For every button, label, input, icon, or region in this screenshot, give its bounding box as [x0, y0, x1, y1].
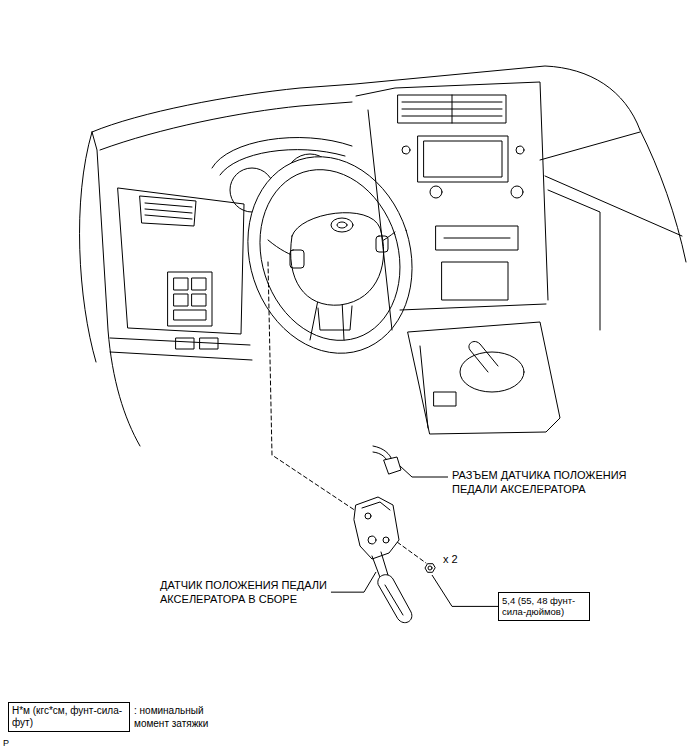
- center-stack: [444, 238, 510, 239]
- dashboard-outline: [110, 338, 250, 345]
- center-stack: [356, 82, 548, 330]
- center-stack: [400, 304, 546, 310]
- pedal-assembly: [385, 585, 403, 615]
- connector-wire: [384, 457, 401, 474]
- center-stack: [430, 186, 442, 198]
- left-panel: [140, 196, 196, 226]
- center-console: [408, 322, 560, 434]
- dashboard-outline: [100, 102, 352, 150]
- center-stack: [424, 141, 502, 177]
- page-mark: P: [3, 738, 9, 750]
- steering-wheel: [223, 135, 437, 375]
- dashboard-outline: [80, 66, 686, 446]
- left-panel: [145, 203, 192, 219]
- center-stack: [402, 95, 502, 123]
- quantity: x 2: [443, 552, 458, 566]
- center-console: [420, 346, 428, 428]
- dashboard-outline: [92, 132, 140, 446]
- quantity: x 2: [443, 552, 458, 566]
- dashboard-outline: [548, 190, 600, 330]
- center-stack: [368, 110, 392, 330]
- pedal-assembly: [378, 575, 412, 623]
- left-panel: [118, 188, 244, 349]
- column-dashed-line: [268, 262, 426, 563]
- part-name: ДАТЧИК ПОЛОЖЕНИЯ ПЕДАЛИ АКСЕЛЕРАТОРА В С…: [160, 578, 346, 607]
- column-dashed-line: [268, 262, 362, 515]
- nut: [428, 566, 432, 570]
- steering-wheel: [238, 151, 421, 359]
- center-console: [408, 322, 560, 434]
- pedal-assembly: [368, 536, 376, 544]
- center-stack: [398, 95, 506, 123]
- torque-box: 5,4 (55, 48 фунт-сила-дюймов): [498, 592, 590, 621]
- steering-wheel: [331, 218, 353, 232]
- dashboard-outline: [540, 132, 640, 160]
- part-name: РАЗЪЕМ ДАТЧИКА ПОЛОЖЕНИЯ ПЕДАЛИ АКСЕЛЕРА…: [452, 468, 657, 497]
- leader-line: [331, 572, 376, 592]
- page-mark: P: [3, 738, 9, 750]
- leader-line: [432, 575, 498, 606]
- part-name: РАЗЪЕМ ДАТЧИКА ПОЛОЖЕНИЯ ПЕДАЛИ АКСЕЛЕРА…: [452, 468, 657, 497]
- legend-text: : номинальный момент затяжки: [134, 704, 226, 730]
- dashboard-outline: [80, 132, 96, 362]
- steering-wheel: [337, 222, 347, 228]
- left-panel: [168, 272, 212, 326]
- pedal-assembly: [354, 497, 412, 623]
- legend-text: : номинальный момент затяжки: [134, 704, 226, 730]
- center-stack: [511, 186, 523, 198]
- center-stack: [516, 146, 524, 154]
- left-panel: [118, 188, 244, 334]
- left-panel: [200, 338, 218, 349]
- steering-wheel: [291, 213, 384, 306]
- dashboard-outline: [92, 66, 640, 132]
- dashboard-outline: [110, 352, 252, 360]
- left-panel: [174, 278, 188, 290]
- nut: [425, 564, 435, 573]
- left-panel: [192, 294, 206, 306]
- steering-wheel: [318, 306, 352, 330]
- center-console: [434, 392, 456, 406]
- left-panel: [192, 278, 206, 290]
- nut: [425, 564, 435, 573]
- center-stack: [442, 262, 508, 300]
- connector-wire: [373, 446, 401, 474]
- left-panel: [174, 294, 188, 306]
- box-text: Н*м (кгс*см, фунт-сила-фут): [12, 705, 126, 729]
- steering-wheel: [290, 250, 304, 268]
- dashboard-outline: [640, 130, 686, 262]
- pedal-assembly: [383, 537, 389, 543]
- center-stack: [418, 136, 508, 182]
- left-panel: [176, 338, 194, 349]
- center-console: [469, 342, 498, 372]
- pedal-assembly: [365, 513, 371, 519]
- center-stack: [436, 226, 518, 250]
- leader-line: [400, 466, 448, 477]
- dashboard-outline: [545, 176, 682, 236]
- pedal-assembly: [362, 502, 390, 510]
- part-name: ДАТЧИК ПОЛОЖЕНИЯ ПЕДАЛИ АКСЕЛЕРАТОРА В С…: [160, 578, 346, 607]
- pedal-assembly: [354, 497, 399, 559]
- box-text: 5,4 (55, 48 фунт-сила-дюймов): [502, 595, 586, 618]
- steering-wheel: [223, 135, 437, 375]
- left-panel: [174, 310, 206, 320]
- connector-wire: [373, 446, 392, 460]
- legend-box: Н*м (кгс*см, фунт-сила-фут): [8, 702, 130, 732]
- center-stack: [402, 146, 410, 154]
